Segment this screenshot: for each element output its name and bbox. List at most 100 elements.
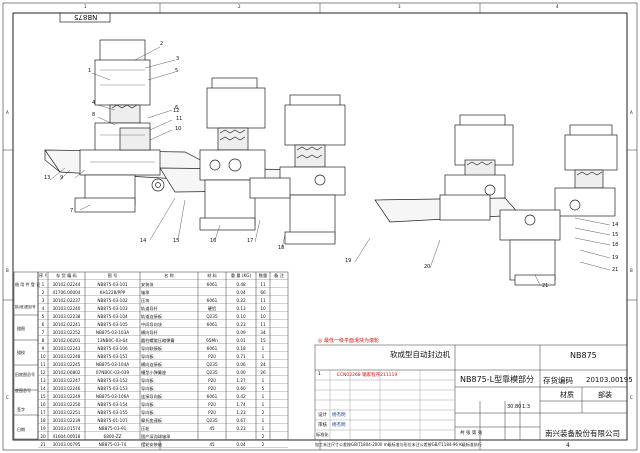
bom-cell: 30103.02245: [52, 361, 81, 367]
bom-cell: 2: [261, 409, 265, 415]
zone-letter: C: [630, 395, 633, 400]
bom-cell: 0.23: [236, 425, 246, 431]
dept-label: 部装: [598, 391, 612, 399]
material-label: 材质: [560, 391, 574, 399]
bom-cell: 66: [260, 289, 266, 295]
bom-cell: 导向板: [141, 409, 154, 415]
title-drawing-no: NB875: [570, 351, 597, 360]
bom-cell: 30103.02249: [52, 393, 81, 399]
side-label: 旧底图总号: [15, 372, 35, 377]
callout-21: 21: [542, 283, 549, 289]
bom-cell: NB875-03-102: [97, 297, 128, 303]
bom-cell: 导向板: [141, 377, 154, 383]
bom-cell: 26: [260, 369, 266, 375]
bom-cell: 连接导向板: [141, 393, 162, 399]
bom-cell: 30103.01574: [52, 425, 81, 431]
reviewer-name: 杨杰明: [332, 423, 346, 428]
bom-cell: 30103.02243: [52, 345, 81, 351]
bom-cell: 30102.00802: [52, 369, 81, 375]
bom-cell: 07NB0C-03-039: [95, 369, 130, 375]
side-label: 借 用 件 登 记: [15, 282, 41, 287]
bom-cell: KH1228/PPP: [99, 289, 126, 295]
bom-cell: NB875-03-104A: [95, 361, 130, 367]
bom-cell: 21: [40, 441, 46, 447]
bom-cell: 19: [40, 425, 46, 431]
bom-cell: NB875-03-103A: [95, 329, 130, 335]
bom-cell: 0.10: [236, 313, 246, 319]
bom-cell: NB875-03-105: [97, 321, 128, 327]
bom-cell: 30102.02244: [52, 281, 81, 287]
callout-14: 14: [612, 222, 619, 228]
bom-cell: 30103.02251: [52, 409, 81, 415]
bom-cell: 24: [260, 361, 266, 367]
callout-18: 18: [612, 242, 619, 248]
bom-cell: 轴承: [141, 289, 150, 295]
bom-cell: 15: [40, 393, 46, 399]
bom-cell: 41604.00018: [52, 433, 81, 439]
callout-12: 12: [173, 108, 180, 114]
sheet-count: 共 张 第 张: [460, 431, 483, 436]
bom-cell: 14: [40, 385, 46, 391]
bom-cell: 20: [40, 433, 46, 439]
bom-cell: 30103.02250: [52, 401, 81, 407]
callout-15: 15: [173, 238, 180, 244]
bom-cell: 6061: [206, 281, 218, 287]
bom-cell: NB875-03-155: [97, 409, 128, 415]
bom-cell: P20: [208, 401, 216, 407]
company-name: 南兴装备股份有限公司: [545, 429, 620, 438]
bom-cell: 5: [41, 313, 45, 319]
bom-cell: 1: [261, 353, 265, 359]
bom-cell: 41706.00004: [52, 289, 81, 295]
bom-cell: 5: [261, 385, 265, 391]
bom-cell: 轨道连接板: [141, 313, 162, 319]
zone-number: 2: [238, 4, 241, 9]
zone-number: 4: [556, 4, 559, 9]
bom-cell: NB875-03-91: [98, 425, 127, 431]
callout-7: 7: [70, 208, 74, 214]
bom-cell: 导向板: [141, 385, 154, 391]
bom-cell: 2: [261, 433, 265, 439]
role-label: 审核: [318, 423, 327, 428]
bom-cell: 横向导杆: [141, 329, 158, 335]
bom-cell: 15: [260, 337, 266, 343]
bom-cell: 30103.02247: [52, 377, 81, 383]
bom-cell: 8: [41, 337, 45, 343]
bom-cell: Q235: [206, 417, 218, 423]
callout-1: 1: [88, 68, 92, 74]
zone-letter: B: [6, 268, 9, 273]
callout-21: 21: [612, 267, 619, 273]
callout-20: 20: [424, 264, 431, 270]
bom-cell: 0.22: [236, 297, 246, 303]
bom-cell: NB875-01-107: [97, 417, 128, 423]
code-label: 存货编码: [543, 376, 573, 385]
weight-value: 30.80: [507, 404, 522, 410]
bom-cell: 30102.00201: [52, 337, 81, 343]
bom-cell: 45: [209, 441, 215, 447]
bom-cell: 横向连接板: [141, 361, 162, 367]
bom-cell: 安装块: [141, 281, 154, 287]
bom-cell: NB875-03-152: [97, 377, 128, 383]
callout-13: 13: [44, 175, 51, 181]
bom-cell: NB875-03-154: [97, 401, 128, 407]
bom-cell: 30103.02246: [52, 385, 81, 391]
bom-cell: 6061: [206, 321, 218, 327]
bom-cell: 2: [41, 289, 45, 295]
bom-cell: 圆柱螺旋压缩弹簧: [141, 337, 175, 343]
bom-cell: 4: [41, 305, 45, 311]
zone-number: 3: [398, 4, 401, 9]
bom-cell: 11: [260, 281, 266, 287]
bom-cell: 0.71: [236, 353, 246, 359]
callout-2: 2: [160, 41, 164, 47]
bom-cell: NB875-03-106: [97, 345, 128, 351]
bom-cell: NB875-03-74: [98, 441, 127, 447]
bom-cell: 0.42: [236, 393, 246, 399]
bom-cell: 7: [41, 329, 45, 335]
bom-cell: 65Mn: [206, 337, 218, 343]
bom-cell: P20: [208, 409, 216, 415]
bom-cell: Q235: [206, 369, 218, 375]
bom-cell: 1: [261, 345, 265, 351]
bom-cell: 6800-ZZ: [103, 433, 122, 439]
bom-cell: 1: [41, 281, 45, 287]
bom-cell: 6061: [206, 297, 218, 303]
bom-cell: P20: [208, 353, 216, 359]
